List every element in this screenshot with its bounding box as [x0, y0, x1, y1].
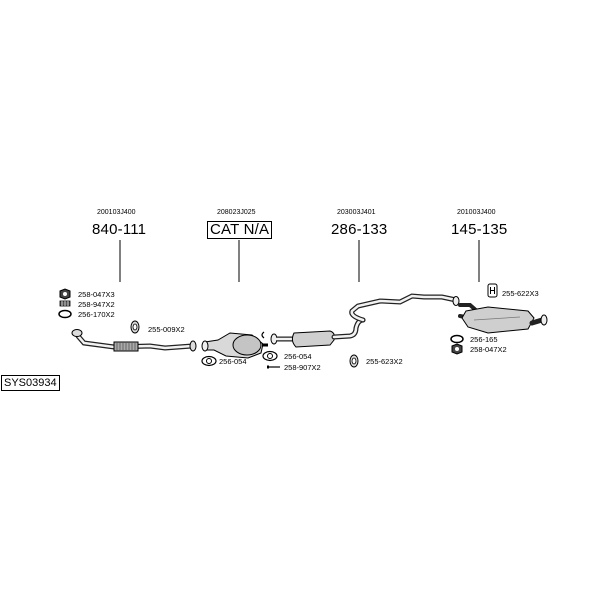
- accessory-label[interactable]: 255-009X2: [148, 325, 185, 334]
- gasket-icon: [450, 334, 464, 344]
- accessory-label[interactable]: 258-907X2: [284, 363, 321, 372]
- oem-number-rear-silencer: 201003J400: [457, 209, 496, 216]
- rear-silencer: [458, 303, 548, 334]
- gasket-icon: [262, 350, 278, 362]
- accessory-icons: [58, 283, 498, 369]
- oem-number-front-pipe: 200103J400: [97, 209, 136, 216]
- clamp-icon: [261, 331, 265, 339]
- accessory-label[interactable]: 258-947X2: [78, 300, 115, 309]
- hanger-icon: [349, 354, 359, 368]
- part-number-rear-silencer[interactable]: 145-135: [451, 221, 508, 238]
- system-code: SYS03934: [1, 375, 60, 391]
- nut-icon: [59, 288, 71, 300]
- catalytic-converter: [201, 332, 268, 359]
- part-number-front-pipe[interactable]: 840-111: [92, 221, 147, 238]
- accessory-label[interactable]: 255-622X3: [502, 289, 539, 298]
- part-number-middle-silencer[interactable]: 286-133: [331, 221, 388, 238]
- hanger-icon: [487, 283, 498, 298]
- gasket-icon: [58, 309, 72, 319]
- middle-silencer: [270, 293, 460, 348]
- accessory-label[interactable]: 255-623X2: [366, 357, 403, 366]
- bolt-icon: [267, 365, 280, 369]
- front-pipe: [71, 329, 197, 352]
- part-number-cat[interactable]: CAT N/A: [207, 221, 273, 239]
- accessory-label[interactable]: 256-165: [470, 335, 498, 344]
- oem-number-cat: 208023J025: [217, 209, 256, 216]
- accessory-label[interactable]: 256-054: [219, 357, 247, 366]
- accessory-label[interactable]: 256-170X2: [78, 310, 115, 319]
- leader-lines: [119, 240, 480, 282]
- oem-number-middle-silencer: 203003J401: [337, 209, 376, 216]
- bolt-icon: [59, 300, 71, 307]
- gasket-icon: [201, 355, 217, 367]
- accessory-label[interactable]: 256-054: [284, 352, 312, 361]
- accessory-label[interactable]: 258-047X3: [78, 290, 115, 299]
- hanger-icon: [130, 320, 140, 334]
- accessory-label[interactable]: 258-047X2: [470, 345, 507, 354]
- nut-icon: [451, 343, 463, 355]
